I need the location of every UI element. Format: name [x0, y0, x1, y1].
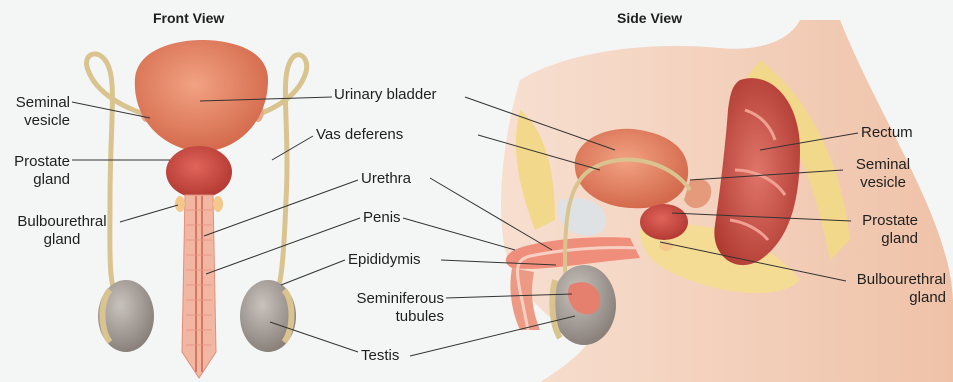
label-seminiferous-tubules: Seminiferous tubules — [340, 290, 444, 326]
label-prostate-gland: Prostate gland — [6, 153, 70, 189]
side-view-heading: Side View — [617, 10, 682, 26]
front-prostate — [166, 146, 232, 198]
label-urethra: Urethra — [361, 170, 411, 188]
front-penis-shaft — [182, 195, 216, 378]
label-side-prostate-gland: Prostate gland — [846, 212, 918, 248]
front-bulbourethral-right — [213, 196, 223, 212]
label-seminal-vesicle: Seminal vesicle — [6, 94, 70, 130]
front-bulbourethral-left — [175, 196, 185, 212]
leader-bulbourethral — [120, 205, 178, 222]
side-prostate — [640, 204, 688, 240]
front-view-heading: Front View — [153, 10, 224, 26]
leader-vas-deferens — [272, 136, 313, 160]
front-urinary-bladder — [135, 40, 268, 152]
label-testis: Testis — [361, 347, 399, 365]
front-view-illustration — [87, 40, 307, 378]
label-bulbourethral-gland: Bulbourethral gland — [4, 213, 120, 249]
label-side-bulbourethral-gland: Bulbourethral gland — [834, 271, 946, 307]
label-rectum: Rectum — [861, 124, 913, 142]
side-view-illustration — [501, 20, 953, 382]
label-vas-deferens: Vas deferens — [316, 126, 403, 144]
label-urinary-bladder: Urinary bladder — [334, 86, 437, 104]
label-side-seminal-vesicle: Seminal vesicle — [846, 156, 920, 192]
label-penis: Penis — [363, 209, 401, 227]
label-epididymis: Epididymis — [348, 251, 421, 269]
leader-penis-side — [403, 218, 515, 250]
leader-epididymis — [281, 260, 345, 285]
